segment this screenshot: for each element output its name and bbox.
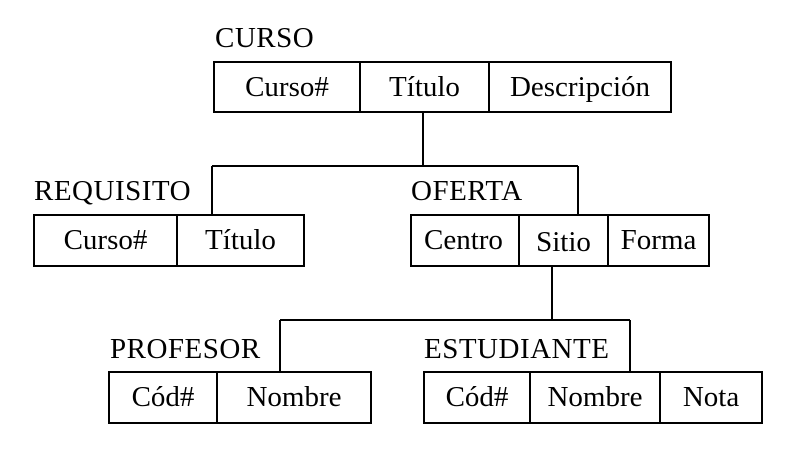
- entity-name-oferta: OFERTA: [411, 175, 523, 207]
- field-estudiante-nota: Nota: [659, 373, 761, 422]
- field-curso-descripcion: Descripción: [488, 63, 670, 111]
- entity-name-curso: CURSO: [215, 22, 315, 54]
- field-profesor-nombre: Nombre: [216, 373, 370, 422]
- field-estudiante-cod: Cód#: [445, 381, 509, 413]
- field-oferta-centro: Centro: [424, 224, 503, 256]
- field-oferta-forma: Forma: [607, 216, 708, 265]
- field-curso-number: Curso#: [245, 70, 329, 103]
- record-estudiante: Cód# Nombre Nota: [423, 371, 763, 424]
- entity-name-requisito: REQUISITO: [34, 175, 192, 207]
- record-requisito: Curso# Título: [33, 214, 305, 267]
- record-oferta: Centro Sitio Forma: [410, 214, 710, 267]
- record-curso: Curso# Título Descripción: [213, 61, 672, 113]
- entity-name-profesor: PROFESOR: [110, 333, 261, 365]
- entity-name-estudiante: ESTUDIANTE: [424, 333, 610, 365]
- field-oferta-sitio: Sitio: [518, 216, 607, 265]
- field-estudiante-nombre: Nombre: [529, 373, 659, 422]
- field-profesor-cod: Cód#: [131, 381, 195, 413]
- field-curso-titulo: Título: [359, 63, 488, 111]
- field-requisito-curso-number: Curso#: [63, 224, 148, 256]
- record-profesor: Cód# Nombre: [108, 371, 372, 424]
- field-requisito-titulo: Título: [176, 216, 303, 265]
